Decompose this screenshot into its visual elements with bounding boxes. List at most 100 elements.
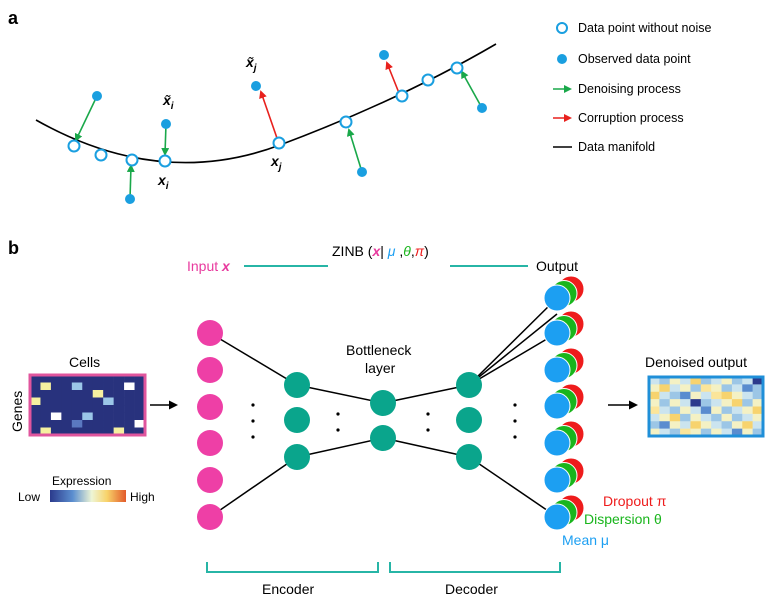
heatmap-cell (71, 420, 83, 428)
decoder-label: Decoder (445, 581, 498, 597)
input-node (197, 467, 223, 493)
heatmap-cell (82, 375, 94, 383)
heatmap-cell (61, 405, 73, 413)
panel-b-label: b (8, 238, 19, 258)
mean-node (543, 319, 571, 347)
heatmap-cell (92, 420, 104, 428)
observed-point (477, 103, 487, 113)
heatmap-cell (103, 420, 114, 428)
heatmap-cell (700, 399, 712, 407)
heatmap-cell (113, 375, 125, 383)
heatmap-cell (711, 421, 722, 429)
heatmap-cell (103, 405, 114, 413)
heatmap-cell (71, 405, 83, 413)
heatmap-cell (134, 375, 146, 383)
heatmap-cell (134, 420, 146, 428)
mean-node (543, 466, 571, 494)
zinb-label: ZINB (x| μ ,θ,π) (332, 243, 429, 259)
heatmap-cell (669, 377, 681, 385)
dropout-label: Dropout π (603, 493, 667, 509)
input-matrix-border (28, 373, 147, 437)
heatmap-cell (61, 397, 73, 406)
heatmap-cell (113, 397, 125, 406)
heatmap-cell (82, 412, 94, 421)
decoder-bracket (389, 562, 561, 573)
heatmap-cell (721, 413, 733, 422)
heatmap-cell (690, 384, 702, 393)
low-label: Low (18, 490, 40, 504)
hidden-layers (284, 372, 482, 470)
heatmap-cell (134, 427, 146, 436)
heatmap-cell (30, 390, 41, 398)
heatmap-cell (82, 405, 94, 413)
heatmap-cell (124, 390, 135, 398)
heatmap-cell (721, 391, 733, 400)
heatmap-cell (742, 428, 753, 437)
heatmap-cell (659, 399, 671, 407)
heatmap-cell (113, 420, 125, 428)
heatmap-cell (742, 399, 753, 407)
heatmap-cell (700, 421, 712, 429)
legend-observed-text: Observed data point (578, 52, 691, 66)
heatmap-cell (649, 421, 660, 429)
heatmap-cell (721, 399, 733, 407)
heatmap-cell (92, 405, 104, 413)
clean-point (421, 73, 435, 87)
heatmap-cell (731, 384, 743, 393)
heatmap-cell (752, 428, 764, 437)
heatmap-cell (659, 413, 671, 422)
heatmap-cell (680, 413, 691, 422)
heatmap-cell (113, 405, 125, 413)
heatmap-cell (680, 428, 691, 437)
heatmap-cell (134, 405, 146, 413)
cells-label: Cells (69, 354, 100, 370)
heatmap-cell (700, 406, 712, 415)
observed-point (92, 91, 102, 101)
heatmap-cell (82, 397, 94, 406)
denoising-arrow (461, 70, 483, 109)
heatmap-cell (711, 406, 722, 415)
heatmap-cell (700, 377, 712, 385)
heatmap-cell (711, 413, 722, 422)
bottleneck-node (370, 425, 396, 451)
heatmap-cell (659, 421, 671, 429)
heatmap-cell (731, 399, 743, 407)
heatmap-cell (61, 382, 73, 391)
heatmap-cell (134, 412, 146, 421)
legend-observed-marker (557, 54, 567, 64)
heatmap-cell (669, 391, 681, 400)
input-node (197, 504, 223, 530)
heatmap-cell (92, 375, 104, 383)
input-node (197, 320, 223, 346)
heatmap-cell (659, 384, 671, 393)
heatmap-cell (92, 412, 104, 421)
heatmap-cell (731, 421, 743, 429)
heatmap-cell (92, 382, 104, 391)
heatmap-cell (731, 391, 743, 400)
heatmap-cell (752, 391, 764, 400)
corruption-arrow (385, 61, 400, 94)
heatmap-cell (690, 428, 702, 437)
heatmap-cell (649, 399, 660, 407)
input-node (197, 357, 223, 383)
heatmap-cell (50, 427, 62, 436)
mean-node (543, 429, 571, 457)
heatmap-cell (103, 412, 114, 421)
heatmap-cell (649, 391, 660, 400)
heatmap-cell (82, 390, 94, 398)
heatmap-cell (134, 390, 146, 398)
high-label: High (130, 490, 155, 504)
heatmap-cell (731, 406, 743, 415)
mean-node (543, 392, 571, 420)
decoder-node (456, 444, 482, 470)
heatmap-cell (690, 399, 702, 407)
heatmap-cell (690, 413, 702, 422)
encoder-node (284, 444, 310, 470)
heatmap-cell (30, 420, 41, 428)
clean-point (67, 139, 81, 153)
heatmap-cell (752, 406, 764, 415)
heatmap-cell (50, 382, 62, 391)
clean-point (339, 115, 353, 129)
heatmap-cell (30, 375, 41, 383)
